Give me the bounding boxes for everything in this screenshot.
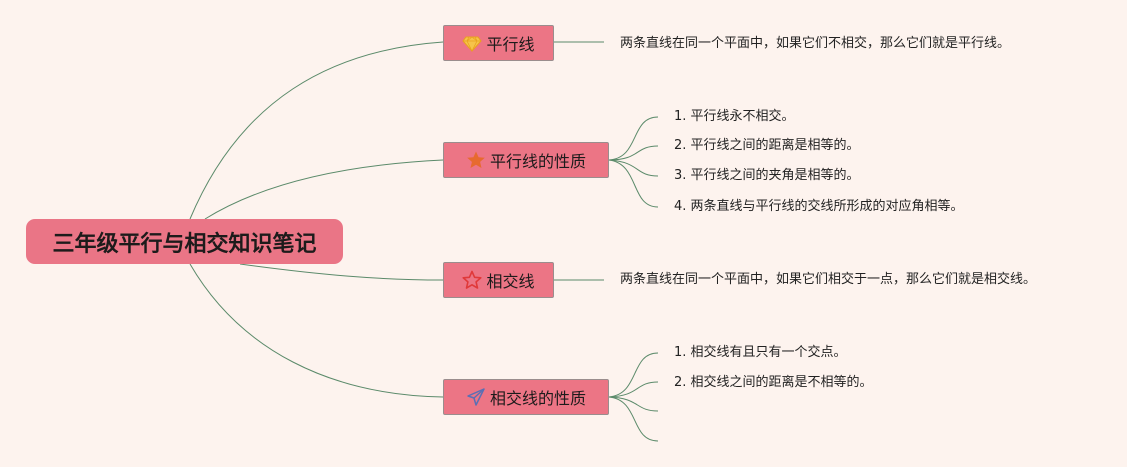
topic-intersecting-lines[interactable]: 相交线 [443, 262, 554, 298]
detail-parallel-property-2: 2. 平行线之间的距离是相等的。 [674, 138, 860, 153]
detail-parallel-property-4: 4. 两条直线与平行线的交线所形成的对应角相等。 [674, 199, 964, 214]
connector-root-topic2 [204, 159, 444, 220]
star-icon [466, 150, 486, 170]
connector-root-topic1 [189, 41, 444, 220]
diamond-icon [462, 33, 483, 53]
star-outline-icon [462, 270, 483, 290]
topic-label: 相交线的性质 [489, 389, 586, 408]
detail-intersecting-property-2: 2. 相交线之间的距离是不相等的。 [674, 375, 873, 390]
topic-label: 相交线 [486, 272, 535, 291]
detail-parallel-property-3: 3. 平行线之间的夹角是相等的。 [674, 168, 860, 183]
connector-topic4-detail4 [608, 396, 659, 442]
detail-parallel-definition: 两条直线在同一个平面中，如果它们不相交，那么它们就是平行线。 [620, 36, 1011, 51]
detail-parallel-property-1: 1. 平行线永不相交。 [674, 109, 795, 124]
connector-topic4-detail2 [608, 381, 659, 398]
topic-label: 平行线的性质 [489, 152, 586, 171]
detail-intersecting-definition: 两条直线在同一个平面中，如果它们相交于一点，那么它们就是相交线。 [620, 272, 1037, 287]
connector-topic2-detail2 [608, 145, 659, 161]
connector-topic2-detail1 [608, 116, 659, 161]
connector-root-topic3 [239, 263, 444, 281]
connector-topic2-detail3 [608, 159, 659, 177]
connector-root-topic4 [189, 263, 444, 398]
topic-label: 平行线 [486, 35, 535, 54]
connector-topic4-detail3 [608, 396, 659, 412]
detail-intersecting-property-1: 1. 相交线有且只有一个交点。 [674, 345, 847, 360]
topic-parallel-lines[interactable]: 平行线 [443, 25, 554, 61]
root-topic[interactable]: 三年级平行与相交知识笔记 [26, 219, 343, 264]
connector-topic4-detail1 [608, 352, 659, 398]
paper-plane-icon [466, 387, 486, 407]
topic-parallel-properties[interactable]: 平行线的性质 [443, 142, 609, 178]
topic-intersecting-properties[interactable]: 相交线的性质 [443, 379, 609, 415]
connector-topic2-detail4 [608, 159, 659, 208]
root-title: 三年级平行与相交知识笔记 [52, 231, 317, 257]
